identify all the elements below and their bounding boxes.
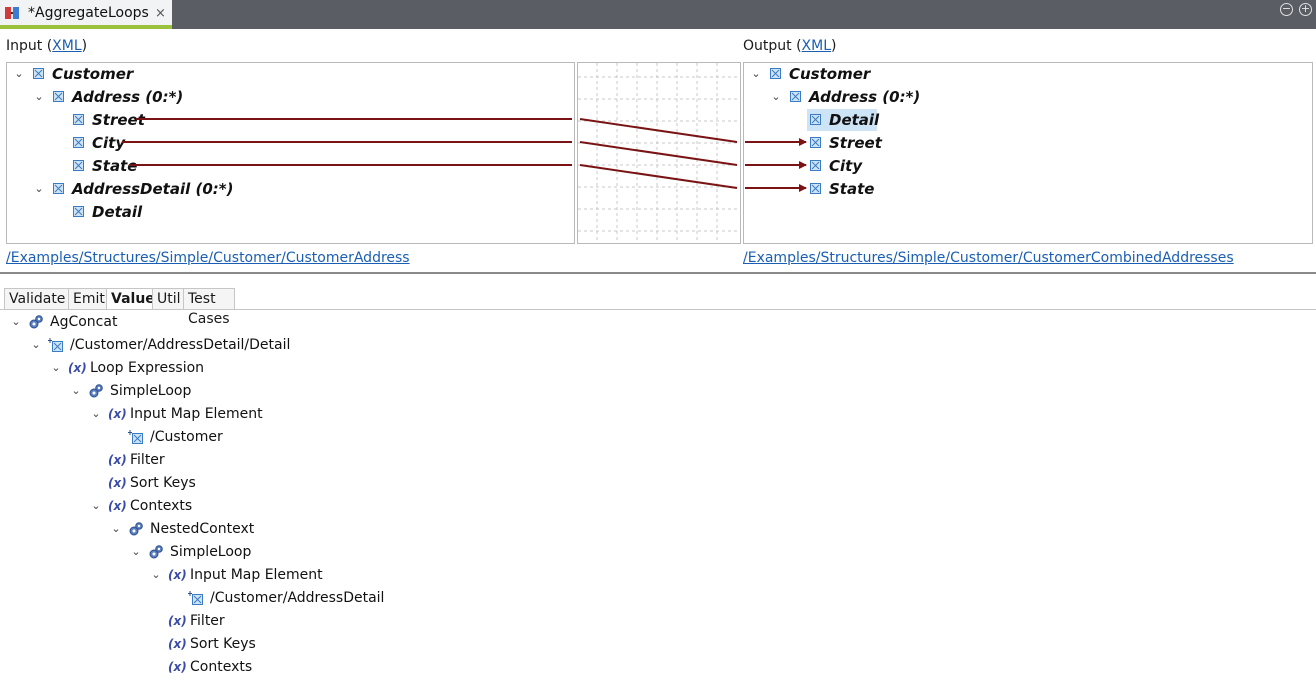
chevron-down-icon[interactable]: ⌄ xyxy=(771,90,781,103)
variable-icon: (x) xyxy=(108,476,127,490)
output-xml-link[interactable]: XML xyxy=(801,38,832,54)
editor-tab-title: *AggregateLoops xyxy=(28,5,149,21)
close-icon[interactable]: × xyxy=(155,6,166,21)
value-tree-label: SimpleLoop xyxy=(110,383,192,399)
output-format-label: Output (XML) xyxy=(743,38,837,54)
element-icon xyxy=(810,137,821,148)
element-icon xyxy=(73,137,84,148)
tab-value[interactable]: Value xyxy=(106,288,160,309)
pane-splitter[interactable] xyxy=(0,272,1316,274)
output-schema-path-link[interactable]: /Examples/Structures/Simple/Customer/Cus… xyxy=(743,250,1234,266)
value-tree-label: Sort Keys xyxy=(130,475,196,491)
element-icon xyxy=(790,91,801,102)
chevron-down-icon[interactable]: ⌄ xyxy=(751,67,761,80)
variable-icon: (x) xyxy=(168,637,187,651)
map-element-icon xyxy=(128,429,144,445)
editor-tab-bar: *AggregateLoops × − + xyxy=(0,0,1316,29)
variable-icon: (x) xyxy=(68,361,87,375)
mapping-file-icon xyxy=(5,7,19,19)
tab-validate[interactable]: Validate xyxy=(4,288,71,309)
value-tree-label: /Customer xyxy=(150,429,223,445)
element-icon xyxy=(53,91,64,102)
variable-icon: (x) xyxy=(108,407,127,421)
value-tree-label: Filter xyxy=(130,452,165,468)
chevron-down-icon[interactable]: ⌄ xyxy=(91,407,101,420)
value-tree-label: Input Map Element xyxy=(190,567,323,583)
chevron-down-icon[interactable]: ⌄ xyxy=(71,384,81,397)
chevron-down-icon[interactable]: ⌄ xyxy=(34,90,44,103)
chevron-down-icon[interactable]: ⌄ xyxy=(31,338,41,351)
input-xml-link[interactable]: XML xyxy=(52,38,82,54)
tab-test-cases[interactable]: Test Cases xyxy=(183,288,235,327)
variable-icon: (x) xyxy=(168,614,187,628)
gears-icon xyxy=(148,544,164,560)
tab-underline xyxy=(0,309,1316,310)
value-tree-label: Contexts xyxy=(190,659,253,675)
input-format-label: Input (XML) xyxy=(6,38,88,54)
tab-util[interactable]: Util xyxy=(152,288,186,309)
value-tree-label: Loop Expression xyxy=(90,360,205,376)
mapping-grid xyxy=(578,63,740,243)
element-icon xyxy=(33,68,44,79)
variable-icon: (x) xyxy=(108,453,127,467)
element-icon xyxy=(73,114,84,125)
element-icon xyxy=(770,68,781,79)
variable-icon: (x) xyxy=(168,660,187,674)
gears-icon xyxy=(28,314,44,330)
gears-icon xyxy=(128,521,144,537)
chevron-down-icon[interactable]: ⌄ xyxy=(34,182,44,195)
value-tree-label: /Customer/AddressDetail/Detail xyxy=(70,337,291,353)
element-icon xyxy=(53,183,64,194)
output-tree-node-detail[interactable]: Detail xyxy=(807,109,879,131)
minimize-icon[interactable]: − xyxy=(1280,2,1293,16)
chevron-down-icon[interactable]: ⌄ xyxy=(14,67,24,80)
variable-icon: (x) xyxy=(108,499,127,513)
gears-icon xyxy=(88,383,104,399)
element-icon xyxy=(73,206,84,217)
map-element-icon xyxy=(48,337,64,353)
tab-emit[interactable]: Emit xyxy=(68,288,110,309)
element-icon xyxy=(810,160,821,171)
value-tree-label: Contexts xyxy=(130,498,193,514)
variable-icon: (x) xyxy=(168,568,187,582)
element-icon xyxy=(810,114,821,125)
chevron-down-icon[interactable]: ⌄ xyxy=(51,361,61,374)
chevron-down-icon[interactable]: ⌄ xyxy=(151,568,161,581)
chevron-down-icon[interactable]: ⌄ xyxy=(91,499,101,512)
chevron-down-icon[interactable]: ⌄ xyxy=(111,522,121,535)
value-tree-label: AgConcat xyxy=(50,314,118,330)
chevron-down-icon[interactable]: ⌄ xyxy=(131,545,141,558)
element-icon xyxy=(73,160,84,171)
element-icon xyxy=(810,183,821,194)
input-tree-panel[interactable]: ⌄ Customer ⌄ Address (0:*) Street City S… xyxy=(6,62,575,244)
chevron-down-icon[interactable]: ⌄ xyxy=(11,315,21,328)
value-tree-label: NestedContext xyxy=(150,521,255,537)
input-schema-path-link[interactable]: /Examples/Structures/Simple/Customer/Cus… xyxy=(6,250,410,266)
maximize-icon[interactable]: + xyxy=(1299,2,1312,16)
editor-tab-aggregateloops[interactable]: *AggregateLoops × xyxy=(0,0,172,29)
value-tree-label: Input Map Element xyxy=(130,406,263,422)
value-tree-label: SimpleLoop xyxy=(170,544,252,560)
value-tree-label: Filter xyxy=(190,613,225,629)
value-tree-label: /Customer/AddressDetail xyxy=(210,590,385,606)
mapping-canvas[interactable] xyxy=(577,62,741,244)
output-tree-panel[interactable]: ⌄ Customer ⌄ Address (0:*) Detail Street… xyxy=(743,62,1313,244)
map-element-icon xyxy=(188,590,204,606)
value-tree-label: Sort Keys xyxy=(190,636,256,652)
